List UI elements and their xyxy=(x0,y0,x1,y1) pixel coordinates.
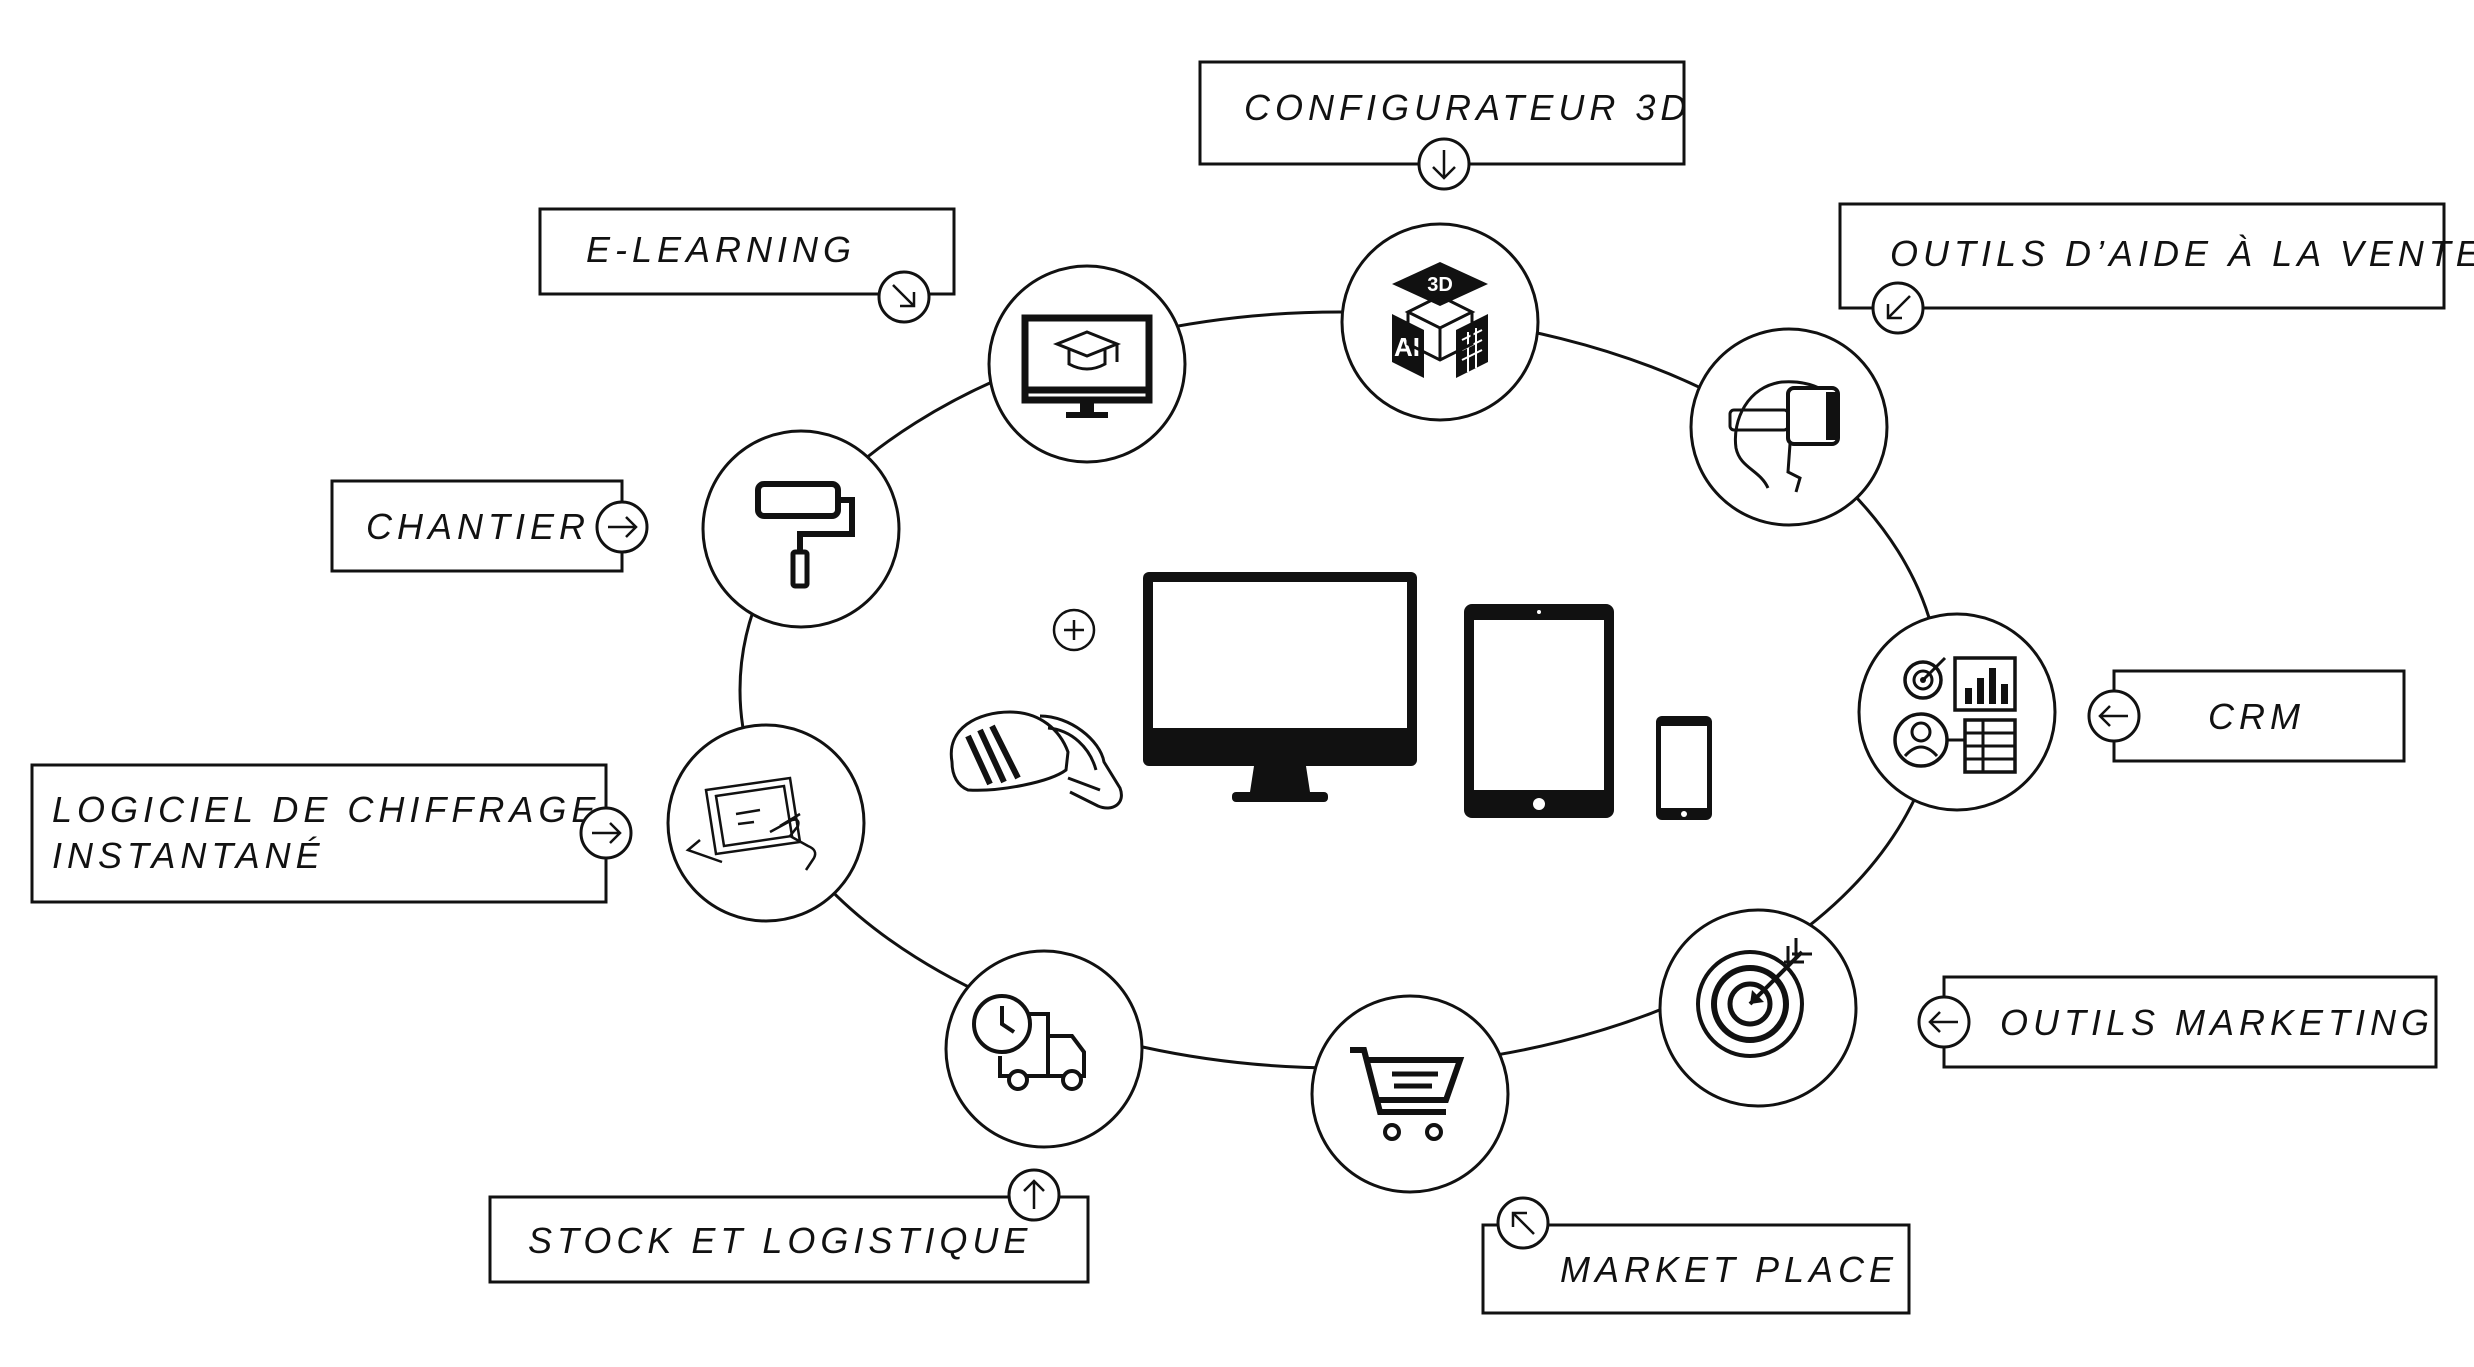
graduation-monitor-icon xyxy=(987,264,1187,464)
target-arrow-icon xyxy=(1658,908,1858,1108)
tablet-touch-icon xyxy=(666,723,866,923)
label-outils-marketing-text: OUTILS MARKETING xyxy=(2000,1002,2434,1043)
label-configurateur-text: CONFIGURATEUR 3D xyxy=(1244,87,1691,128)
label-configurateur-3d: CONFIGURATEUR 3D xyxy=(1198,60,1691,191)
label-e-learning-text: E-LEARNING xyxy=(586,229,856,270)
label-chiffrage-line1: LOGICIEL DE CHIFFRAGE xyxy=(52,789,600,830)
arrow-right-icon xyxy=(579,806,633,860)
arrow-left-icon xyxy=(1917,995,1971,1049)
vr-headset-person-icon xyxy=(1689,327,1889,527)
arrow-left-icon xyxy=(2087,689,2141,743)
arrow-down-right-icon xyxy=(877,270,931,324)
label-e-learning: E-LEARNING xyxy=(538,207,956,324)
label-market-place: MARKET PLACE xyxy=(1481,1196,1911,1315)
arrow-up-icon xyxy=(1007,1168,1061,1222)
arrow-down-icon xyxy=(1417,137,1471,191)
arrow-right-icon xyxy=(595,500,649,554)
paint-roller-icon xyxy=(701,429,901,629)
shopping-cart-icon xyxy=(1310,994,1510,1194)
label-market-place-text: MARKET PLACE xyxy=(1560,1249,1898,1290)
arrow-down-left-icon xyxy=(1871,281,1925,335)
label-chantier: CHANTIER xyxy=(330,479,649,573)
label-chiffrage-line2: INSTANTANÉ xyxy=(52,835,325,876)
label-outils-aide-vente: OUTILS D’AIDE À LA VENTE xyxy=(1838,202,2474,335)
label-stock-text: STOCK ET LOGISTIQUE xyxy=(528,1220,1032,1261)
box-3d-icon: 3D AI xyxy=(1340,222,1540,422)
label-crm: CRM xyxy=(2087,669,2406,763)
tablet-icon xyxy=(1464,604,1614,818)
cube-top-label: 3D xyxy=(1427,274,1453,296)
label-stock-logistique: STOCK ET LOGISTIQUE xyxy=(488,1168,1090,1284)
smartphone-icon xyxy=(1656,716,1712,820)
delivery-truck-clock-icon xyxy=(944,949,1144,1149)
label-logiciel-chiffrage: LOGICIEL DE CHIFFRAGE INSTANTANÉ xyxy=(30,763,633,904)
label-chantier-text: CHANTIER xyxy=(366,506,590,547)
label-outils-marketing: OUTILS MARKETING xyxy=(1917,975,2438,1069)
plus-icon xyxy=(1052,608,1096,652)
label-crm-text: CRM xyxy=(2208,696,2305,737)
label-outils-vente-text: OUTILS D’AIDE À LA VENTE xyxy=(1890,233,2474,274)
arrow-up-left-icon xyxy=(1496,1196,1550,1250)
crm-analytics-icon xyxy=(1857,612,2057,812)
monitor-icon xyxy=(1143,572,1417,802)
vr-headset-icon xyxy=(949,710,1123,810)
